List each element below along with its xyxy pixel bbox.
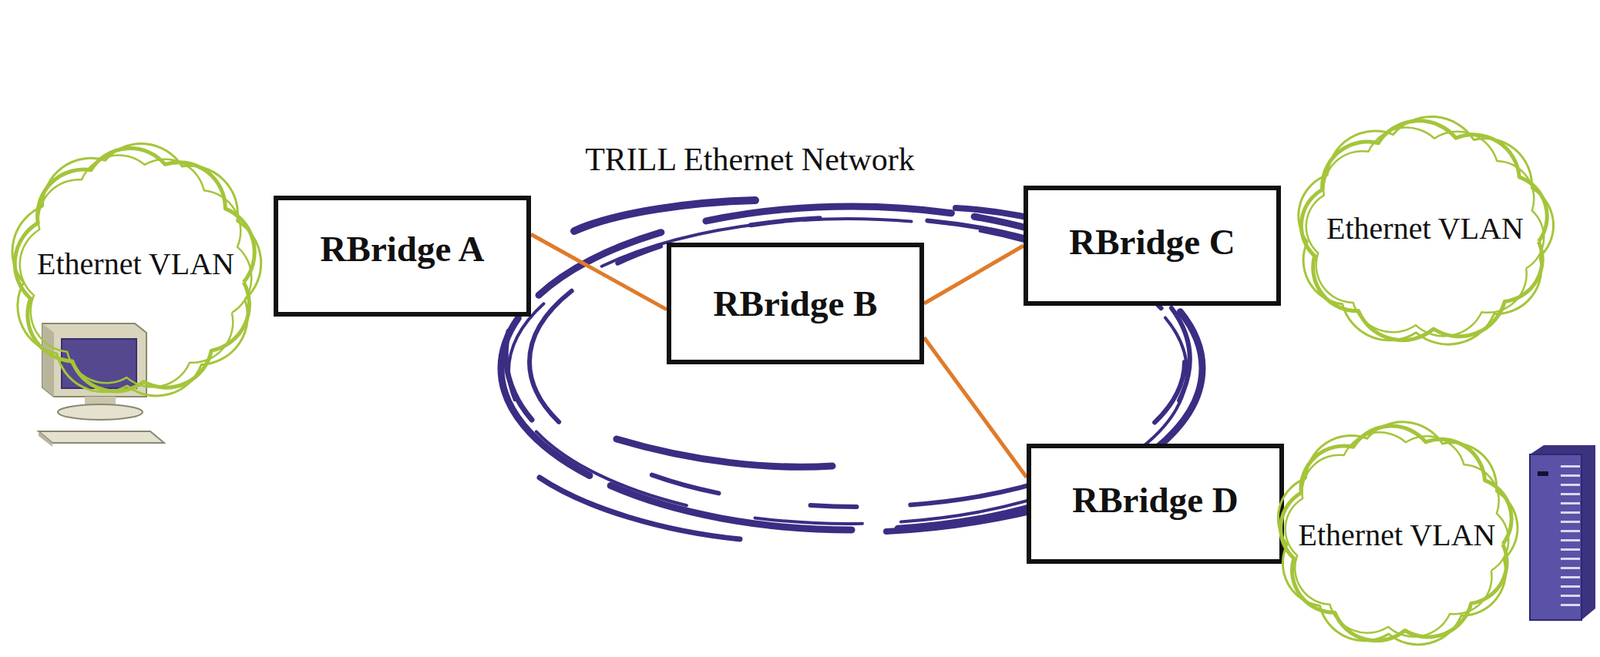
node-label: RBridge D <box>1072 479 1238 522</box>
vlan-cloud: Ethernet VLAN <box>0 132 272 411</box>
cloud-stroke <box>1306 127 1544 337</box>
cloud-stroke <box>1277 422 1518 646</box>
node-label: Ethernet VLAN <box>1298 517 1496 554</box>
node-label: RBridge B <box>713 282 878 325</box>
link-line <box>924 245 1024 304</box>
node-label: Ethernet VLAN <box>1326 210 1524 247</box>
node-label: RBridge A <box>320 228 485 270</box>
vlan-cloud: Ethernet VLAN <box>1282 110 1568 354</box>
vlan-cloud: Ethernet VLAN <box>1263 414 1530 656</box>
computer-icon <box>38 323 165 448</box>
diagram-title: TRILL Ethernet Network <box>584 141 915 179</box>
cloud-stroke <box>1280 426 1513 642</box>
cloud-stroke <box>1285 432 1510 637</box>
cloud-stroke <box>20 155 253 388</box>
cloud-stroke <box>1298 116 1554 345</box>
cloud-stroke <box>14 147 255 392</box>
server-icon <box>1529 445 1596 621</box>
rbridge-box: RBridge D <box>1026 443 1285 565</box>
node-label: Ethernet VLAN <box>36 245 235 283</box>
rbridge-box: RBridge C <box>1023 185 1281 306</box>
cloud-stroke <box>1300 121 1547 341</box>
node-label: RBridge C <box>1068 221 1235 263</box>
rbridge-box: RBridge A <box>273 195 532 317</box>
rbridge-box: RBridge B <box>666 242 925 365</box>
link-line <box>531 234 667 310</box>
cloud-stroke <box>12 144 262 397</box>
link-line <box>924 337 1027 478</box>
